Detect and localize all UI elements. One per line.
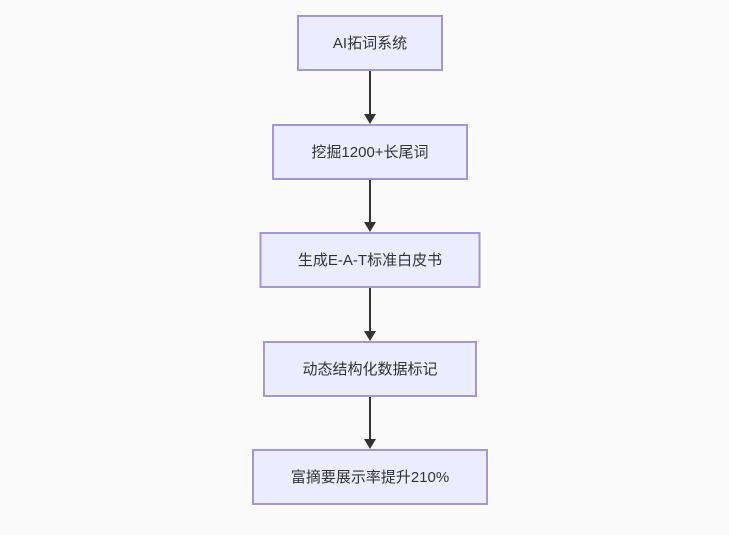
edge-line <box>369 397 371 440</box>
arrowhead-down-icon <box>364 439 376 449</box>
flow-edge-1 <box>364 71 376 124</box>
flow-node-generate-eat-whitepaper: 生成E-A-T标准白皮书 <box>259 232 481 288</box>
edge-line <box>369 71 371 115</box>
flow-edge-3 <box>364 288 376 341</box>
edge-line <box>369 180 371 223</box>
arrowhead-down-icon <box>364 331 376 341</box>
node-label: AI拓词系统 <box>332 34 408 52</box>
flow-edge-4 <box>364 397 376 449</box>
node-label: 富摘要展示率提升210% <box>290 468 450 486</box>
node-label: 生成E-A-T标准白皮书 <box>297 251 443 269</box>
flow-edge-2 <box>364 180 376 232</box>
flow-node-dynamic-structured-data-markup: 动态结构化数据标记 <box>263 341 477 397</box>
node-label: 挖掘1200+长尾词 <box>311 143 429 161</box>
node-label: 动态结构化数据标记 <box>302 360 438 378</box>
arrowhead-down-icon <box>364 222 376 232</box>
edge-line <box>369 288 371 332</box>
flow-node-mine-longtail-keywords: 挖掘1200+长尾词 <box>272 124 468 180</box>
flow-node-ai-word-expansion-system: AI拓词系统 <box>297 15 443 71</box>
arrowhead-down-icon <box>364 114 376 124</box>
flow-node-rich-snippet-rate-increase: 富摘要展示率提升210% <box>252 449 488 505</box>
